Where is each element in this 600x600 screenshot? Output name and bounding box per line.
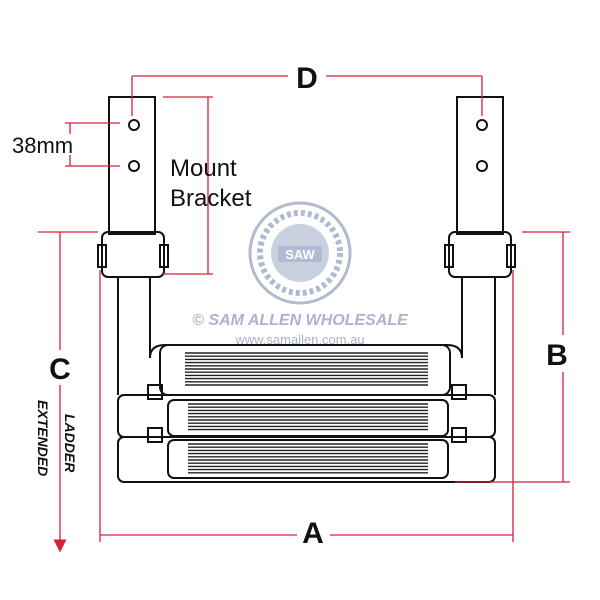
- right-pivot: [448, 231, 512, 278]
- dimension-lines: [38, 75, 570, 553]
- ladder-outline: [97, 96, 516, 483]
- tier-3: [117, 436, 496, 483]
- bracket-hole: [476, 160, 488, 172]
- step-2: [167, 399, 449, 437]
- step-3: [167, 439, 449, 479]
- ladder-extended-label-line2: EXTENDED: [35, 400, 51, 476]
- watermark-logo-text: SAW: [285, 247, 315, 262]
- bracket-hole: [476, 119, 488, 131]
- dimension-a-label: A: [302, 517, 324, 550]
- watermark-company: © SAM ALLEN WHOLESALE: [192, 312, 409, 329]
- bracket-hole: [128, 160, 140, 172]
- tier-2: [117, 394, 496, 438]
- ladder-extended-label-line1: LADDER: [62, 414, 78, 473]
- left-rail: [117, 277, 175, 395]
- watermark-website: www.samallen.com.au: [234, 332, 364, 347]
- hole-spacing-label: 38mm: [12, 133, 73, 158]
- bracket-hole: [128, 119, 140, 131]
- left-pivot: [101, 231, 165, 278]
- mount-bracket-label-line1: Mount: [170, 155, 237, 182]
- right-mount-bracket: [456, 96, 504, 235]
- mount-bracket-label-line2: Bracket: [170, 185, 252, 212]
- tread-ribs: [185, 352, 428, 474]
- dimension-d-label: D: [296, 62, 318, 95]
- right-rail: [437, 277, 496, 395]
- dimension-b-label: B: [546, 339, 568, 372]
- watermark-logo: SAW: [248, 201, 352, 305]
- dimension-c-label: C: [49, 353, 71, 386]
